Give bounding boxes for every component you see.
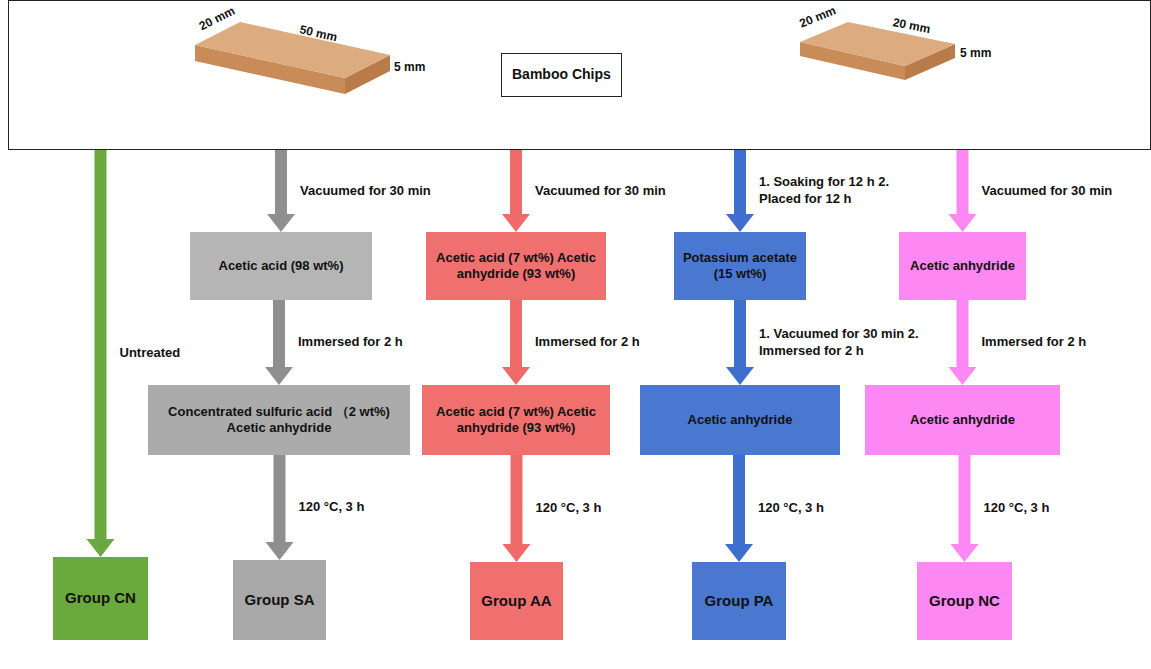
step-label: Immersed for 2 h: [980, 333, 1089, 352]
step-label: 120 °C, 3 h: [297, 498, 367, 517]
step-label: Vacuumed for 30 min: [980, 182, 1115, 201]
step-label: Untreated: [118, 344, 183, 363]
group-box: Group AA: [470, 562, 563, 640]
step-label: 1. Soaking for 12 h 2. Placed for 12 h: [757, 173, 896, 209]
process-box: Acetic anhydride: [865, 385, 1060, 455]
chip-top-face: [800, 22, 955, 66]
flow-arrow: [502, 300, 530, 385]
group-box: Group CN: [53, 557, 148, 640]
step-label: 120 °C, 3 h: [982, 499, 1052, 518]
box-text: Concentrated sulfuric acid （2 wt%) Aceti…: [148, 404, 410, 437]
dimension-label: 5 mm: [394, 60, 425, 74]
step-label: 120 °C, 3 h: [756, 499, 826, 518]
step-label: Vacuumed for 30 min: [298, 182, 433, 201]
flow-arrow: [267, 150, 295, 232]
flow-arrow: [265, 300, 293, 385]
box-text: Group AA: [475, 592, 557, 611]
material-band: Bamboo Chips: [8, 0, 1151, 150]
process-box: Potassium acetate (15 wt%): [674, 232, 806, 300]
flow-arrow: [951, 455, 979, 562]
process-box: Acetic anhydride: [899, 232, 1026, 300]
process-box: Concentrated sulfuric acid （2 wt%) Aceti…: [148, 385, 410, 455]
process-box: Acetic anhydride: [640, 385, 840, 455]
flow-arrow: [726, 150, 754, 232]
step-label: Vacuumed for 30 min: [533, 182, 668, 201]
box-text: Acetic anhydride: [904, 412, 1021, 428]
step-label: Immersed for 2 h: [533, 333, 642, 352]
box-text: Group SA: [239, 591, 321, 610]
process-box: Acetic acid (7 wt%) Acetic anhydride (93…: [426, 232, 606, 300]
group-box: Group NC: [917, 562, 1012, 640]
box-text: Group NC: [923, 592, 1006, 611]
flow-arrow: [87, 150, 115, 557]
step-label: 1. Vacuumed for 30 min 2. Immersed for 2…: [757, 325, 933, 361]
box-text: Potassium acetate (15 wt%): [674, 250, 806, 283]
dimension-label: 20 mm: [797, 3, 838, 30]
step-label: 120 °C, 3 h: [534, 499, 604, 518]
box-text: Acetic acid (7 wt%) Acetic anhydride (93…: [426, 250, 606, 283]
flow-arrow: [725, 455, 753, 562]
group-box: Group PA: [692, 562, 786, 640]
box-text: Acetic anhydride: [904, 258, 1021, 274]
flow-arrow: [949, 150, 977, 232]
process-box: Acetic acid (7 wt%) Acetic anhydride (93…: [422, 385, 610, 455]
material-title: Bamboo Chips: [501, 53, 622, 97]
box-text: Acetic acid (7 wt%) Acetic anhydride (93…: [422, 404, 610, 437]
box-text: Acetic anhydride: [682, 412, 799, 428]
chip-top-face: [195, 22, 390, 78]
flow-arrow: [266, 455, 294, 560]
flow-arrow: [949, 300, 977, 385]
flow-arrow: [726, 300, 754, 385]
box-text: Group CN: [59, 589, 142, 608]
dimension-label: 5 mm: [960, 46, 991, 60]
step-label: Immersed for 2 h: [296, 333, 405, 352]
flow-arrow: [503, 455, 531, 562]
box-text: Acetic acid (98 wt%): [213, 258, 350, 274]
group-box: Group SA: [233, 560, 326, 640]
flow-arrow: [502, 150, 530, 232]
box-text: Group PA: [699, 592, 780, 611]
process-box: Acetic acid (98 wt%): [190, 232, 372, 300]
